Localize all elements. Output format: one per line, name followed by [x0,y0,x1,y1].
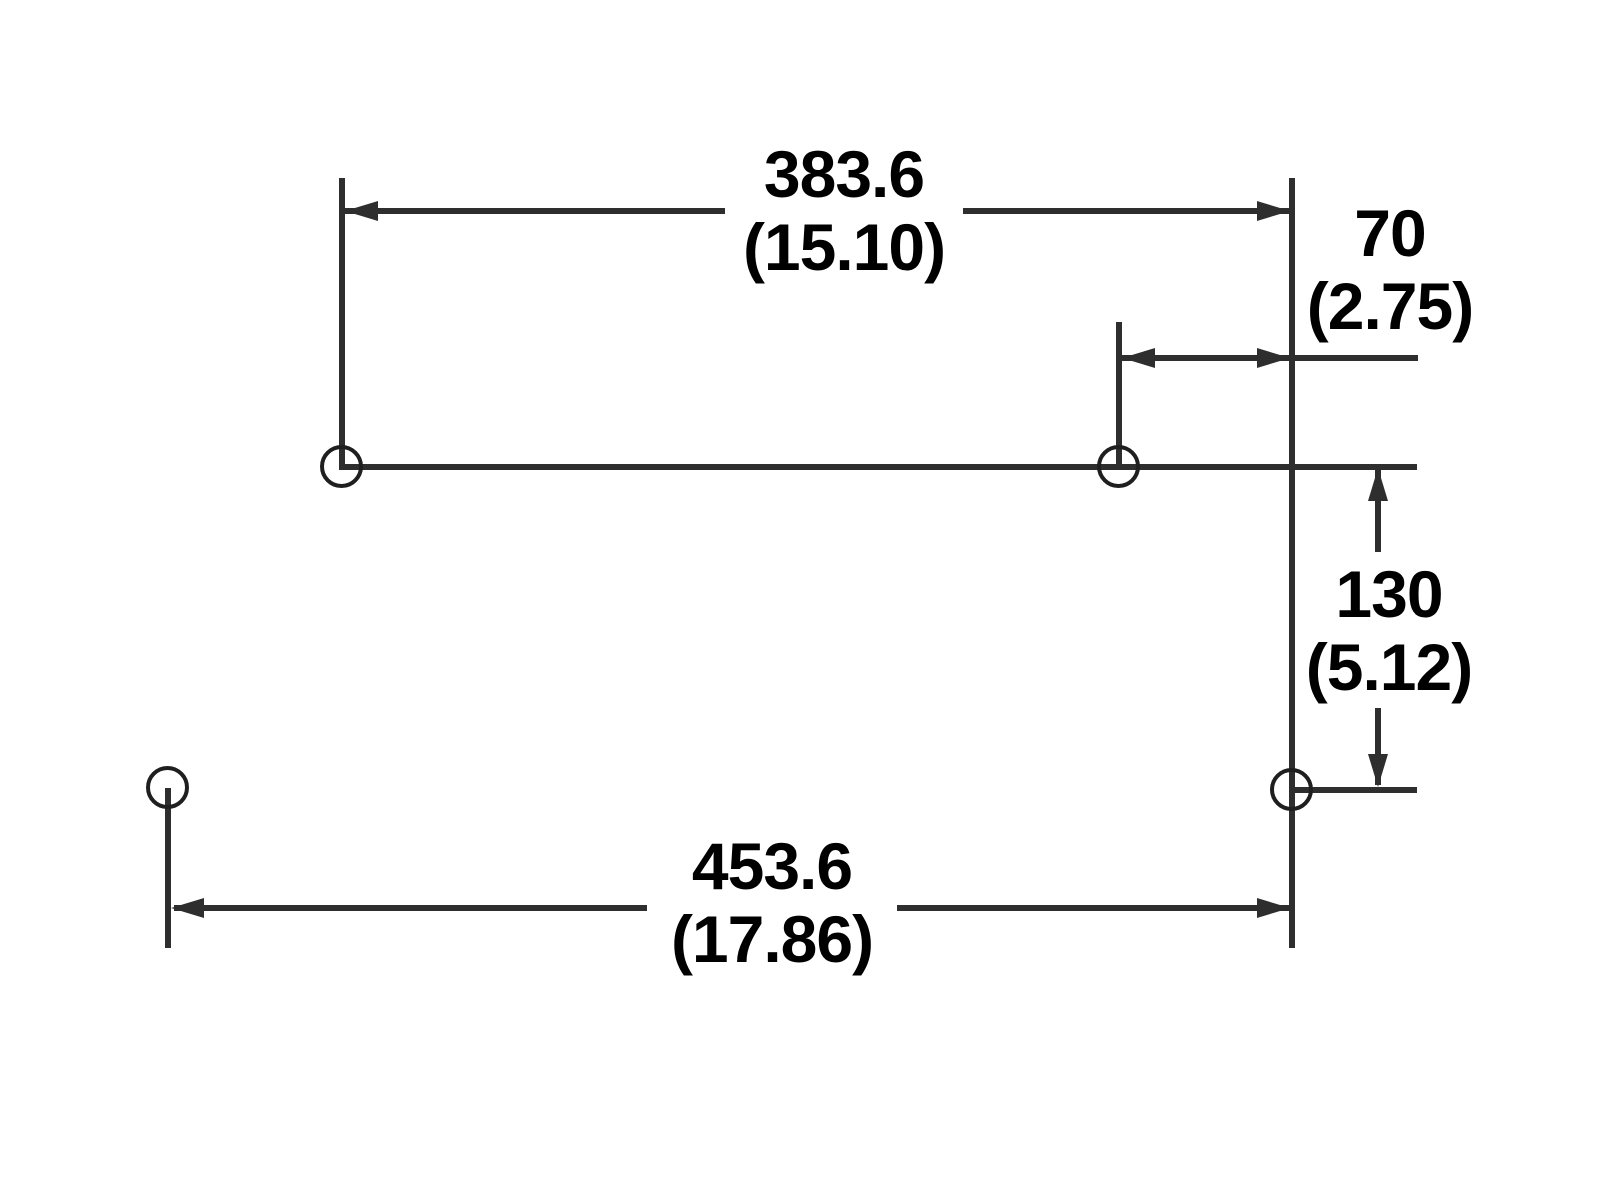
dimension-line-right-height-upper-shaft [1375,470,1381,552]
dim-right-height-label: 130 (5.12) [1305,557,1473,704]
dim-offset-inch: (2.75) [1306,269,1474,343]
dimension-line-bottom-width-left-segment [174,905,647,911]
extension-line-bottom-left [165,788,171,948]
dimension-line-top-width-left-segment [345,208,725,214]
dim-right-height-inch: (5.12) [1305,630,1473,704]
extension-line-right-main [1289,178,1295,948]
mounting-hole-top-right [1097,445,1140,488]
mounting-hole-bottom-right [1270,768,1313,811]
dimension-line-bottom-width-right-segment [897,905,1290,911]
dim-offset-mm: 70 [1354,196,1426,270]
dim-bottom-width-label: 453.6 (17.86) [670,829,874,976]
arrowhead-right-icon [1257,348,1290,368]
arrowhead-right-icon [1257,201,1290,221]
dim-right-height-mm: 130 [1335,557,1443,631]
extension-line-offset-70 [1116,322,1122,467]
hole-centerline-bottom-right [1292,787,1417,793]
arrowhead-down-icon [1368,754,1388,787]
arrowhead-left-icon [345,201,378,221]
dim-bottom-width-mm: 453.6 [691,829,853,903]
dim-offset-label: 70 (2.75) [1306,196,1474,343]
dim-top-width-mm: 383.6 [763,137,925,211]
hole-centerline-top [342,464,1417,470]
dimension-line-right-height-lower-shaft [1375,708,1381,785]
arrowhead-left-icon [171,898,204,918]
arrowhead-left-icon [1122,348,1155,368]
extension-line-top-left [339,178,345,470]
mounting-hole-bottom-left [146,766,189,809]
dimension-line-top-width-right-segment [963,208,1290,214]
dim-bottom-width-inch: (17.86) [670,902,874,976]
mounting-hole-top-left [320,445,363,488]
arrowhead-up-icon [1368,468,1388,501]
arrowhead-right-icon [1257,898,1290,918]
dim-top-width-inch: (15.10) [742,210,946,284]
dim-top-width-label: 383.6 (15.10) [742,137,946,284]
